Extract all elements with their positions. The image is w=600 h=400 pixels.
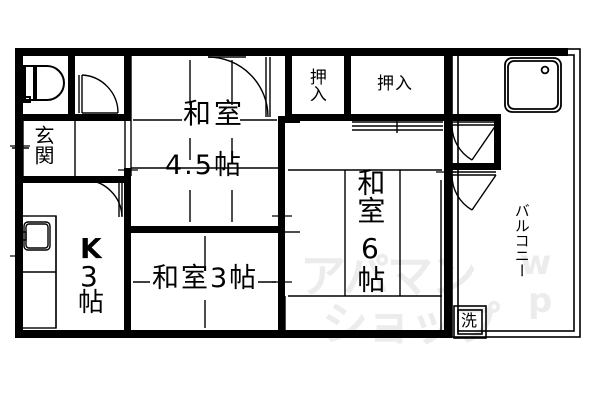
- room-label-kitchen-unit: 帖: [78, 288, 105, 318]
- washer-label: 洗: [461, 311, 478, 330]
- room-label-washitsu-45-size: 4.5帖: [165, 150, 243, 181]
- room-label-kitchen-letter: K: [80, 232, 102, 265]
- balcony-outline: [451, 48, 581, 338]
- balcony-label: バルコニー: [512, 203, 531, 278]
- room-label-washitsu-6-name: 和室: [353, 168, 387, 224]
- closet-label-1: 押入: [305, 68, 326, 102]
- toilet-fixture: [21, 65, 65, 103]
- thin-partitions: [12, 56, 443, 331]
- door-swings: [78, 56, 497, 230]
- interior-walls: [15, 52, 501, 338]
- closet-label-2: 押入: [377, 74, 413, 94]
- bathtub-fixture: [504, 57, 562, 113]
- room-label-washitsu-45-name: 和室: [183, 97, 246, 130]
- washing-machine-symbol: [453, 305, 487, 339]
- room-label-kitchen-size: 3: [80, 260, 98, 293]
- room-label-washitsu-6-size: 6帖: [353, 232, 387, 293]
- wall-openings: [10, 117, 456, 283]
- room-label-washitsu-3: 和室3帖: [152, 263, 259, 294]
- room-label-genkan: 玄関: [31, 125, 55, 165]
